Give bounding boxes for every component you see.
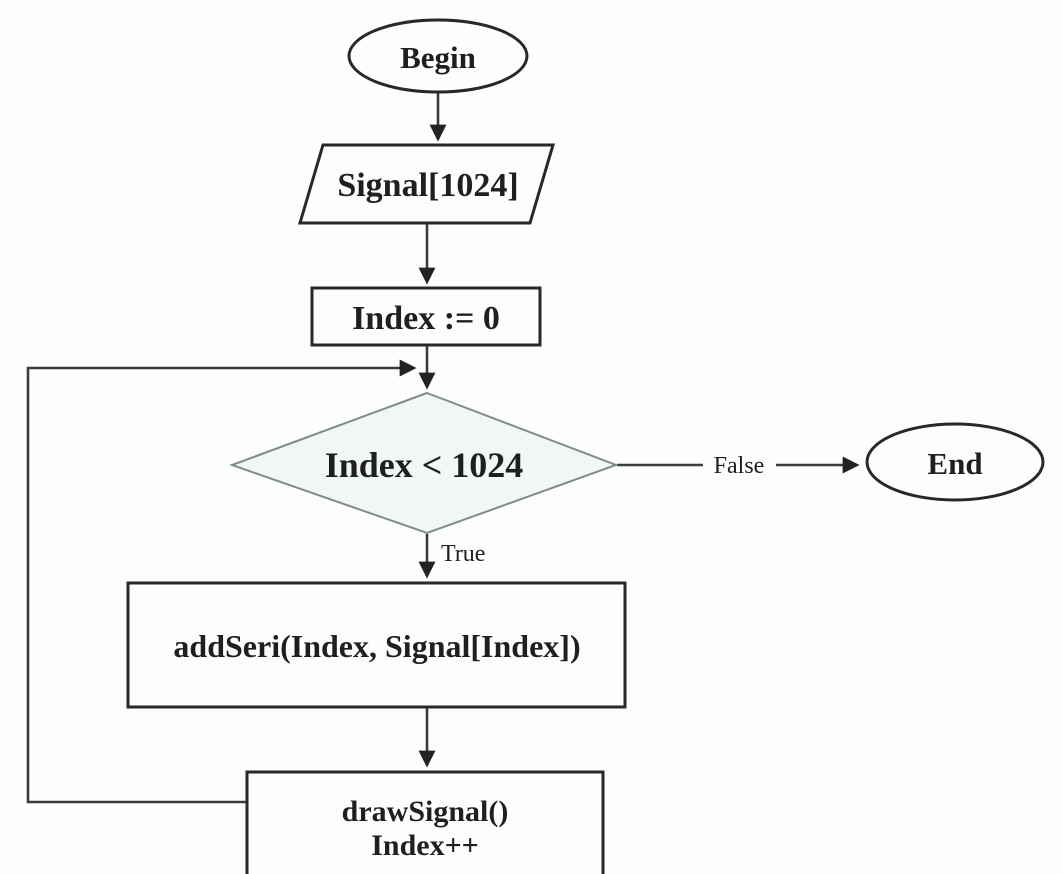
end-label: End <box>927 446 982 481</box>
init-label: Index := 0 <box>352 300 500 337</box>
true-edge-label: True <box>441 541 485 567</box>
false-edge-label: False <box>714 453 765 479</box>
init-process-box <box>310 286 542 347</box>
input-parallelogram <box>297 143 556 225</box>
drawsignal-label-line1: drawSignal() <box>342 795 509 828</box>
drawsignal-label-line2: Index++ <box>371 829 479 862</box>
addseri-label: addSeri(Index, Signal[Index]) <box>173 628 580 664</box>
begin-label: Begin <box>400 40 476 75</box>
decision-diamond <box>229 391 619 535</box>
input-label: Signal[1024] <box>337 167 518 204</box>
begin-terminator <box>347 18 529 94</box>
decision-label: Index < 1024 <box>325 445 524 485</box>
loop-back-connector <box>26 359 417 804</box>
end-terminator <box>865 422 1045 502</box>
addseri-process-box <box>126 581 627 709</box>
drawsignal-process-box <box>245 770 605 874</box>
